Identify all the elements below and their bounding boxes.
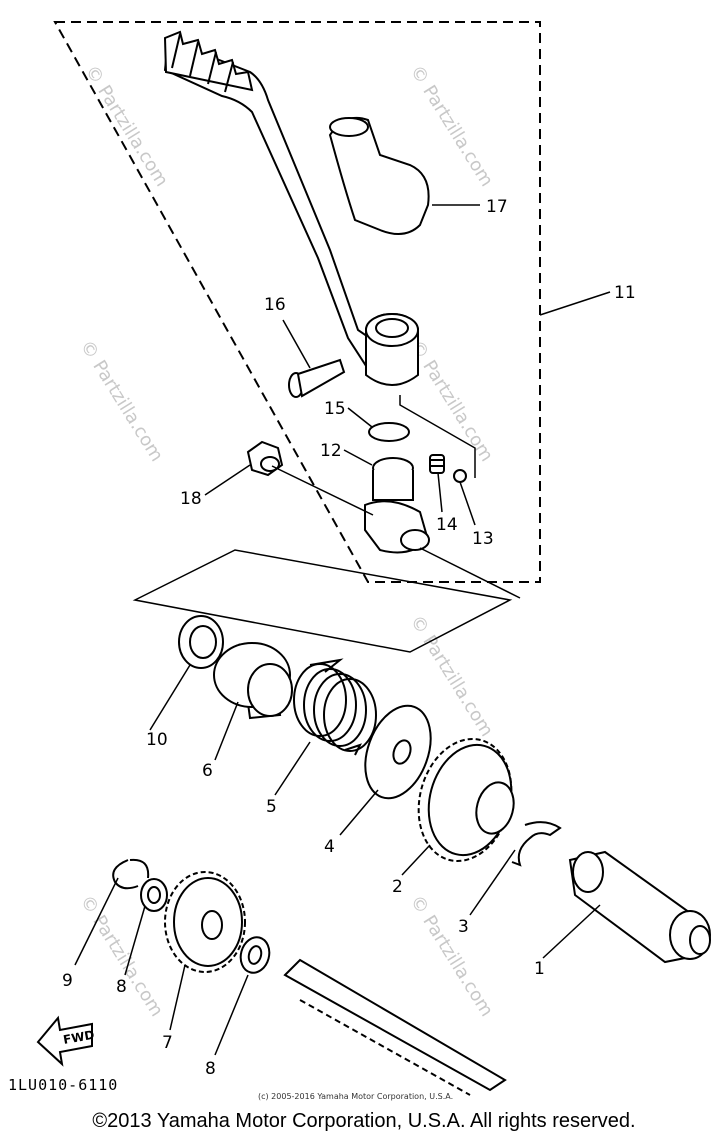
callout-7: 7 bbox=[162, 1033, 173, 1053]
circlip bbox=[368, 422, 410, 442]
leader-lines bbox=[74, 204, 601, 1056]
kick-crank-arm bbox=[163, 30, 419, 386]
diagram-code: 1LU010-6110 bbox=[8, 1076, 119, 1094]
callout-14: 14 bbox=[436, 515, 458, 535]
callout-18: 18 bbox=[180, 489, 202, 509]
shaft bbox=[283, 958, 507, 1096]
watermark: © Partzilla.com bbox=[406, 337, 497, 466]
callout-5: 5 bbox=[266, 797, 277, 817]
callout-11: 11 bbox=[614, 283, 636, 303]
fwd-arrow: FWD bbox=[36, 1015, 95, 1067]
washer-upper bbox=[140, 878, 168, 912]
watermark: © Partzilla.com bbox=[81, 62, 172, 191]
fwd-label: FWD bbox=[62, 1028, 95, 1047]
circlip-9 bbox=[112, 858, 150, 890]
callout-13: 13 bbox=[472, 529, 494, 549]
ratchet-wheel bbox=[417, 737, 515, 863]
kick-boss bbox=[364, 457, 430, 554]
watermark: © Partzilla.com bbox=[76, 337, 167, 466]
kick-crank-boot bbox=[328, 116, 430, 235]
nut bbox=[246, 440, 284, 477]
screw bbox=[288, 358, 346, 398]
footer-copyright: ©2013 Yamaha Motor Corporation, U.S.A. A… bbox=[92, 1110, 636, 1132]
callout-2: 2 bbox=[392, 877, 403, 897]
callout-8-lower: 8 bbox=[205, 1059, 216, 1079]
kick-idle-gear bbox=[164, 871, 246, 973]
collar bbox=[213, 642, 293, 720]
ball bbox=[453, 469, 467, 483]
callout-6: 6 bbox=[202, 761, 213, 781]
callout-9: 9 bbox=[62, 971, 73, 991]
callout-12: 12 bbox=[320, 441, 342, 461]
spring-small bbox=[429, 454, 445, 474]
callout-17: 17 bbox=[486, 197, 508, 217]
kick-crank-assembly-outline bbox=[53, 21, 541, 583]
callout-10: 10 bbox=[146, 730, 168, 750]
callout-numbers: 17 11 16 15 12 14 13 18 10 6 5 4 2 3 1 9… bbox=[62, 197, 636, 1079]
washer-lower bbox=[239, 936, 271, 974]
plain-washer bbox=[364, 704, 432, 800]
watermark: © Partzilla.com bbox=[406, 892, 497, 1021]
callout-4: 4 bbox=[324, 837, 335, 857]
callout-15: 15 bbox=[324, 399, 346, 419]
callout-16: 16 bbox=[264, 295, 286, 315]
kick-spring bbox=[293, 658, 377, 756]
clip bbox=[511, 821, 562, 867]
small-copyright: (c) 2005-2016 Yamaha Motor Corporation, … bbox=[258, 1092, 454, 1101]
seal-group-outline bbox=[132, 549, 513, 653]
callout-3: 3 bbox=[458, 917, 469, 937]
callout-1: 1 bbox=[534, 959, 545, 979]
kick-axle bbox=[568, 850, 711, 964]
callout-8-upper: 8 bbox=[116, 977, 127, 997]
oil-seal bbox=[178, 615, 224, 669]
